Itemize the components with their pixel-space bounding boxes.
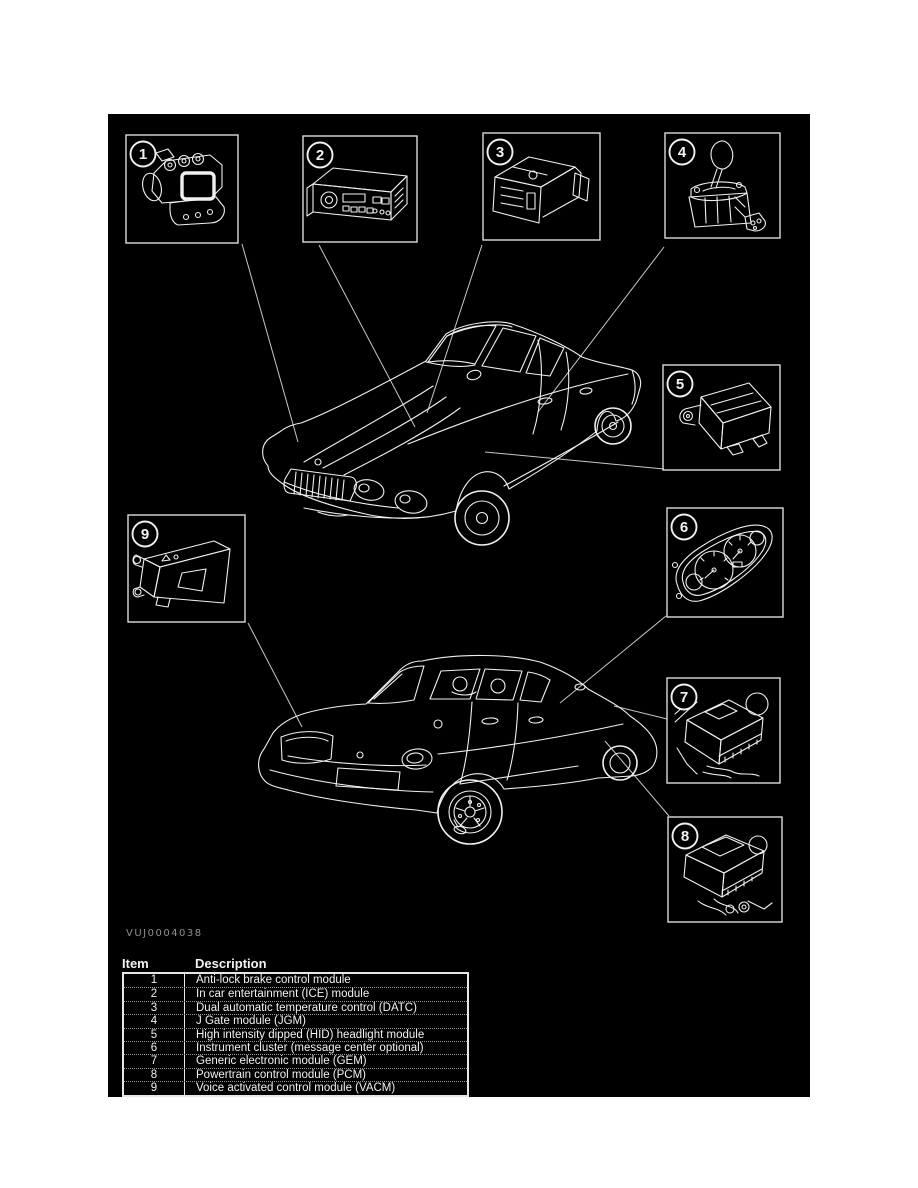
callout-2-number: 2 [316, 147, 324, 164]
legend: Item Description 1 Anti-lock brake contr… [122, 955, 469, 1097]
leader-line-3 [426, 244, 483, 414]
callout-6-circle [670, 513, 698, 541]
car-front-three-quarter-drawing [262, 321, 642, 546]
callout-3-circle [486, 138, 514, 166]
item-number: 7 [124, 1055, 185, 1068]
item-number: 3 [124, 1001, 185, 1015]
table-row: 5 High intensity dipped (HID) headlight … [124, 1027, 467, 1041]
callout-8-number: 8 [681, 828, 689, 845]
callout-4: 4 [668, 138, 696, 166]
module-box-6 [666, 507, 784, 618]
table-row: 1 Anti-lock brake control module [124, 974, 467, 988]
item-description: J Gate module (JGM) [196, 1015, 306, 1028]
abs-module-drawing [142, 148, 225, 226]
car-rear-three-quarter-drawing [258, 654, 658, 845]
module-box-3 [482, 132, 601, 241]
legend-header: Item Description [122, 955, 469, 971]
callout-4-number: 4 [678, 144, 687, 161]
legend-table: 1 Anti-lock brake control module 2 In ca… [122, 972, 469, 1097]
leader-line-6 [559, 615, 667, 704]
callout-9-circle [131, 520, 159, 548]
item-number: 2 [124, 988, 185, 1001]
item-number: 8 [124, 1068, 185, 1082]
table-row: 2 In car entertainment (ICE) module [124, 987, 467, 1001]
callout-5-number: 5 [676, 376, 684, 393]
table-row: 4 J Gate module (JGM) [124, 1014, 467, 1028]
module-box-9 [127, 514, 246, 623]
callout-3: 3 [486, 138, 514, 166]
pcm-module-drawing [683, 834, 773, 916]
item-number: 9 [124, 1082, 185, 1095]
hid-module-drawing [679, 382, 772, 456]
callout-5-circle [666, 370, 694, 398]
callout-9-number: 9 [141, 526, 149, 543]
leader-line-2 [318, 244, 416, 428]
ice-radio-drawing [306, 167, 408, 221]
table-row: 3 Dual automatic temperature control (DA… [124, 1000, 467, 1015]
item-description: Dual automatic temperature control (DATC… [196, 1001, 417, 1014]
callout-8: 8 [671, 822, 699, 850]
leader-line-1 [241, 243, 299, 443]
callout-2-circle [306, 141, 334, 169]
datc-module-drawing [492, 156, 590, 224]
instrument-cluster-drawing [671, 524, 773, 602]
leader-line-7 [613, 705, 668, 720]
table-row: 6 Instrument cluster (message center opt… [124, 1040, 467, 1055]
vacm-module-drawing [132, 540, 231, 608]
callout-1: 1 [129, 140, 157, 168]
callout-7: 7 [670, 683, 698, 711]
callout-8-circle [671, 822, 699, 850]
figure-code: VUJ0004038 [126, 928, 203, 939]
gem-module-drawing [674, 692, 769, 779]
item-number: 4 [124, 1015, 185, 1028]
module-box-7 [666, 677, 781, 784]
callout-4-circle [668, 138, 696, 166]
diagram-canvas: 1 2 3 4 5 6 7 [108, 114, 810, 1097]
item-description: Anti-lock brake control module [196, 974, 351, 986]
item-description: Instrument cluster (message center optio… [196, 1041, 424, 1054]
callout-5: 5 [666, 370, 694, 398]
item-description: Voice activated control module (VACM) [196, 1082, 396, 1095]
callout-1-number: 1 [139, 146, 147, 163]
leader-line-5 [484, 451, 665, 470]
item-description: High intensity dipped (HID) headlight mo… [196, 1028, 425, 1041]
legend-header-item: Item [122, 956, 149, 971]
item-number: 1 [124, 974, 185, 988]
module-box-2 [302, 135, 418, 243]
callout-2: 2 [306, 141, 334, 169]
module-box-8 [667, 816, 783, 923]
table-row: 8 Powertrain control module (PCM) [124, 1067, 467, 1082]
module-box-1 [125, 134, 239, 244]
item-number: 5 [124, 1028, 185, 1041]
component-location-diagram: 1 2 3 4 5 6 7 [125, 132, 784, 923]
callout-7-circle [670, 683, 698, 711]
callout-9: 9 [131, 520, 159, 548]
table-row: 9 Voice activated control module (VACM) [124, 1081, 467, 1095]
callout-1-circle [129, 140, 157, 168]
item-description: Generic electronic module (GEM) [196, 1055, 367, 1068]
item-description: In car entertainment (ICE) module [196, 988, 370, 1001]
legend-header-description: Description [195, 956, 267, 971]
callout-3-number: 3 [496, 144, 504, 161]
item-description: Powertrain control module (PCM) [196, 1068, 367, 1081]
module-box-4 [664, 132, 781, 239]
table-row: 7 Generic electronic module (GEM) [124, 1054, 467, 1068]
item-number: 6 [124, 1041, 185, 1055]
module-box-5 [662, 364, 781, 471]
callout-6: 6 [670, 513, 698, 541]
j-gate-drawing [688, 140, 766, 232]
leader-line-4 [537, 246, 665, 413]
leader-line-9 [247, 622, 303, 728]
callout-6-number: 6 [680, 519, 688, 536]
callout-7-number: 7 [680, 689, 688, 706]
